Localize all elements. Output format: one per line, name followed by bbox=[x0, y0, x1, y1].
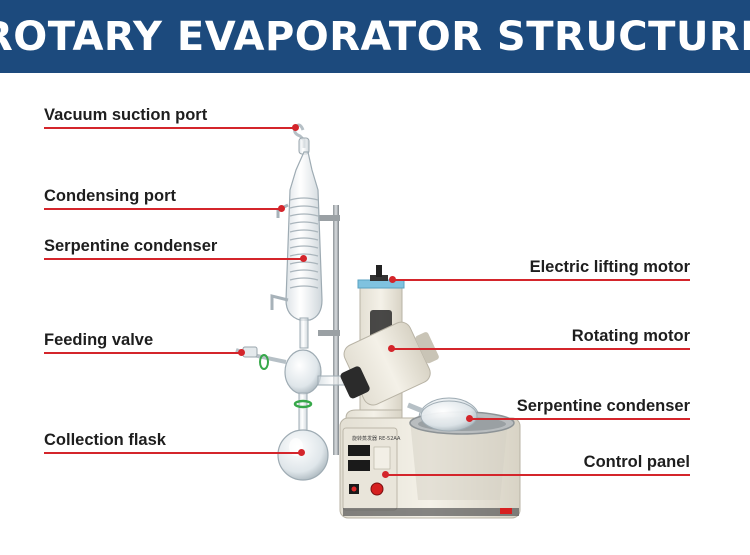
center-bulb bbox=[284, 349, 322, 395]
control-knob bbox=[370, 482, 384, 496]
title-banner: ROTARY EVAPORATOR STRUCTURE bbox=[0, 0, 750, 73]
marker-serpentine-condenser-left bbox=[300, 255, 307, 262]
condenser-body bbox=[285, 151, 323, 321]
clamp-lower bbox=[318, 330, 340, 336]
leader-control-panel bbox=[385, 474, 690, 476]
leader-condensing-port bbox=[44, 208, 280, 210]
leader-feeding-valve bbox=[44, 352, 240, 354]
label-feeding-valve: Feeding valve bbox=[44, 331, 154, 349]
marker-collection-flask bbox=[298, 449, 305, 456]
label-vacuum-suction-port: Vacuum suction port bbox=[44, 106, 208, 124]
condenser-coil bbox=[289, 197, 319, 289]
label-electric-lifting-motor: Electric lifting motor bbox=[529, 258, 690, 276]
green-clamp bbox=[293, 399, 313, 409]
clamp-upper bbox=[318, 215, 340, 221]
page-title: ROTARY EVAPORATOR STRUCTURE bbox=[0, 13, 750, 60]
leader-electric-lifting-motor bbox=[392, 279, 690, 281]
column-cap bbox=[357, 279, 405, 289]
label-rotating-motor: Rotating motor bbox=[571, 327, 690, 345]
marker-condensing-port bbox=[278, 205, 285, 212]
display-top bbox=[348, 445, 370, 456]
leader-vacuum-suction-port bbox=[44, 127, 294, 129]
leader-rotating-motor bbox=[391, 348, 690, 350]
lift-knob bbox=[376, 265, 382, 277]
label-collection-flask: Collection flask bbox=[44, 431, 166, 449]
leader-collection-flask bbox=[44, 452, 300, 454]
label-serpentine-condenser-left: Serpentine condenser bbox=[44, 237, 218, 255]
label-condensing-port: Condensing port bbox=[44, 187, 176, 205]
label-control-panel: Control panel bbox=[583, 453, 690, 471]
leader-serpentine-condenser-right bbox=[469, 418, 690, 420]
leader-serpentine-condenser-left bbox=[44, 258, 302, 260]
rotating-motor-housing bbox=[340, 321, 439, 406]
model-plate: 旋转蒸发器 RE-52AA bbox=[352, 435, 401, 442]
marker-vacuum-suction-port bbox=[292, 124, 299, 131]
green-clip bbox=[259, 354, 269, 370]
display-bottom bbox=[348, 460, 370, 471]
label-serpentine-condenser-right: Serpentine condenser bbox=[516, 397, 690, 415]
marker-feeding-valve bbox=[238, 349, 245, 356]
